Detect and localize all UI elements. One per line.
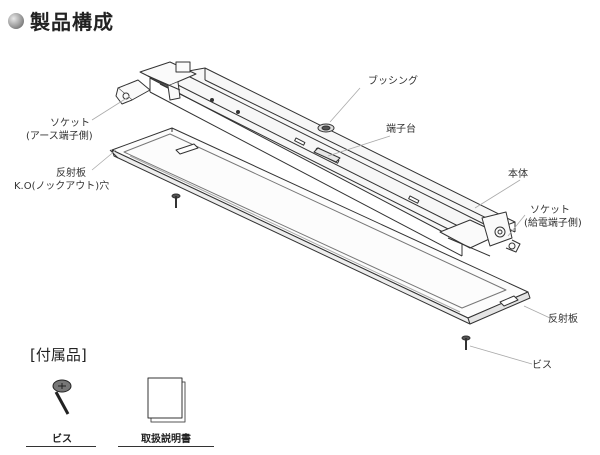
accessory-screw-label: ビス: [52, 434, 72, 445]
label-socket-feed: ソケット: [530, 205, 570, 216]
label-screw: ビス: [532, 360, 552, 371]
label-reflector: 反射板: [548, 314, 578, 325]
label-terminal-block: 端子台: [386, 124, 416, 135]
bushing: [317, 123, 335, 133]
socket-right: [439, 211, 521, 257]
section-heading: 製品構成: [8, 6, 114, 35]
leader-lines: [91, 87, 551, 365]
label-bushing: ブッシング: [368, 76, 418, 87]
label-socket-earth-note: (アース端子側): [26, 131, 93, 142]
page-title: 製品構成: [30, 10, 114, 34]
screw-icon: [52, 379, 72, 415]
label-socket-earth: ソケット: [50, 118, 90, 129]
screw-right: [461, 335, 471, 350]
label-reflector-ko: 反射板: [56, 168, 86, 179]
accessory-manual-underline: [118, 446, 214, 447]
label-socket-feed-note: (給電端子側): [524, 218, 582, 229]
manual-icon: [147, 377, 186, 423]
accessory-manual-label: 取扱説明書: [141, 434, 191, 445]
accessory-screw-underline: [26, 446, 96, 447]
label-body: 本体: [508, 169, 528, 180]
accessories-heading: [付属品]: [30, 346, 87, 364]
socket-left: [115, 61, 197, 105]
reflector-plate: [109, 127, 531, 325]
bullet-icon: [8, 12, 24, 29]
screw-left: [171, 193, 181, 208]
label-ko-hole: K.O(ノックアウト)穴: [14, 181, 110, 192]
